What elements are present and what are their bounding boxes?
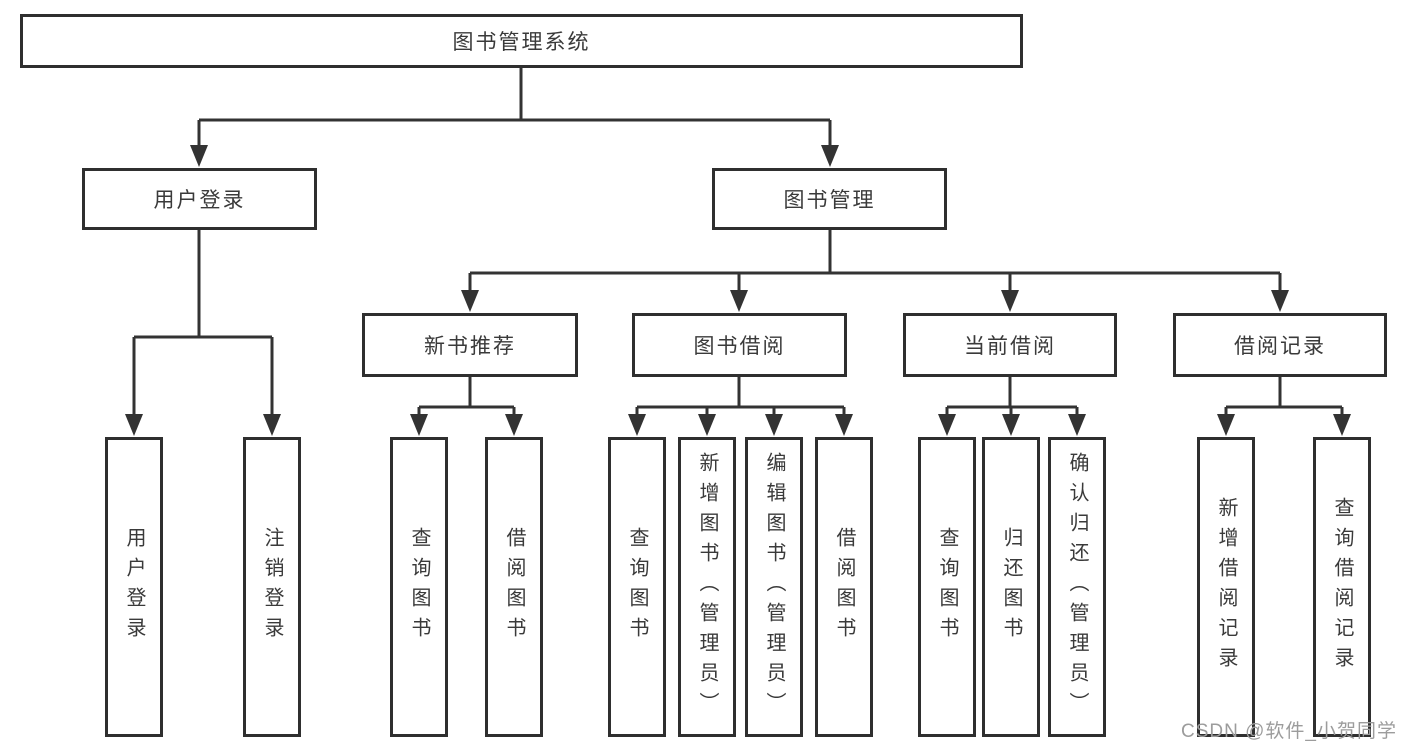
leaf-label: 查询借阅记录: [1331, 497, 1353, 677]
leaf-label: 借阅图书: [833, 527, 855, 647]
leaf-query-borrow-record: 查询借阅记录: [1313, 437, 1371, 737]
leaf-label: 新增借阅记录: [1215, 497, 1237, 677]
leaf-confirm-return-admin: 确认归还（管理员）: [1048, 437, 1106, 737]
node-borrow-records: 借阅记录: [1173, 313, 1387, 377]
leaf-query-books-current: 查询图书: [918, 437, 976, 737]
leaf-user-login: 用户登录: [105, 437, 163, 737]
leaf-add-borrow-record: 新增借阅记录: [1197, 437, 1255, 737]
leaf-label: 归还图书: [1000, 527, 1022, 647]
leaf-label: 查询图书: [626, 527, 648, 647]
leaf-return-book: 归还图书: [982, 437, 1040, 737]
tree-edges: [132, 68, 1344, 418]
node-root-system: 图书管理系统: [20, 14, 1023, 68]
leaf-label: 查询图书: [936, 527, 958, 647]
node-label: 图书管理系统: [452, 31, 591, 54]
leaf-add-book-admin: 新增图书（管理员）: [678, 437, 736, 737]
node-label: 新书推荐: [424, 335, 516, 358]
leaf-label: 新增图书（管理员）: [696, 452, 718, 722]
leaf-label: 注销登录: [261, 527, 283, 647]
node-new-book-recommend: 新书推荐: [362, 313, 578, 377]
node-book-borrow: 图书借阅: [632, 313, 847, 377]
node-label: 借阅记录: [1234, 335, 1326, 358]
leaf-label: 借阅图书: [503, 527, 525, 647]
csdn-watermark: CSDN @软件_小贺同学: [1181, 721, 1397, 742]
leaf-query-books-borrow: 查询图书: [608, 437, 666, 737]
leaf-label: 编辑图书（管理员）: [763, 452, 785, 722]
node-book-management: 图书管理: [712, 168, 947, 230]
node-current-borrow: 当前借阅: [903, 313, 1117, 377]
arrowheads: [125, 145, 1351, 436]
leaf-label: 用户登录: [123, 527, 145, 647]
leaf-query-books-recommend: 查询图书: [390, 437, 448, 737]
leaf-borrow-books: 借阅图书: [815, 437, 873, 737]
leaf-borrow-books-recommend: 借阅图书: [485, 437, 543, 737]
leaf-edit-book-admin: 编辑图书（管理员）: [745, 437, 803, 737]
leaf-logout: 注销登录: [243, 437, 301, 737]
node-label: 用户登录: [153, 189, 246, 212]
leaf-label: 查询图书: [408, 527, 430, 647]
node-label: 图书管理: [783, 189, 876, 212]
node-label: 当前借阅: [964, 335, 1056, 358]
node-label: 图书借阅: [693, 335, 786, 358]
leaf-label: 确认归还（管理员）: [1066, 452, 1088, 722]
node-user-login-branch: 用户登录: [82, 168, 317, 230]
